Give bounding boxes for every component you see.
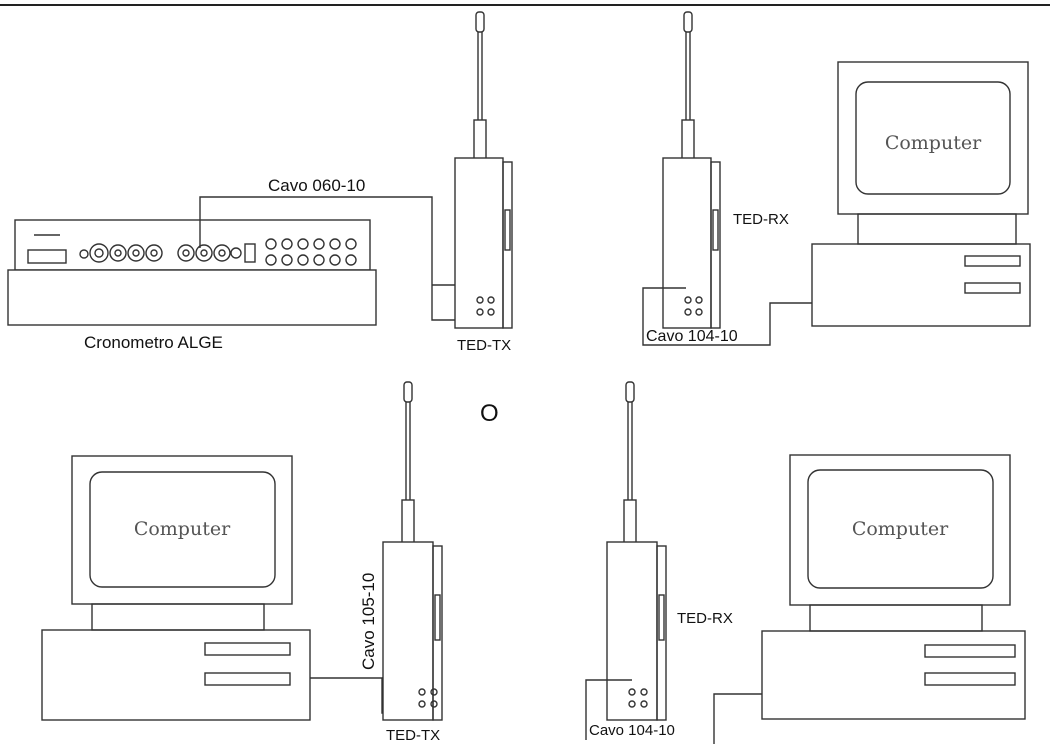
label-cavo-104-10-bottom: Cavo 104-10 [589,722,675,739]
computer-top-right [811,61,1031,327]
cable-104-10-top [642,287,812,346]
cable-104-10-bottom-pc [713,693,762,744]
label-cavo-060-10: Cavo 060-10 [268,176,365,195]
label-ted-tx-bottom: TED-TX [386,727,440,744]
label-cavo-105-10: Cavo 105-10 [359,573,378,670]
label-ted-rx-bottom: TED-RX [677,610,733,627]
ted-tx-top [454,11,513,329]
ted-tx-bottom [382,381,443,721]
label-separator-o: O [480,400,499,427]
cable-060-10 [199,196,478,321]
ted-rx-bottom [606,381,667,721]
computer-bottom-left [41,455,311,721]
computer-label-bottom-right: Computer [852,518,949,540]
computer-label-top-right: Computer [885,132,982,154]
computer-bottom-right [761,454,1026,720]
label-ted-rx-top: TED-RX [733,211,789,228]
label-cavo-104-10-top: Cavo 104-10 [646,328,738,345]
ted-rx-top [662,11,721,329]
alge-timer [7,219,377,326]
computer-label-bottom-left: Computer [134,518,231,540]
label-cronometro-alge: Cronometro ALGE [84,333,223,352]
cable-104-10-bottom [585,679,632,740]
label-ted-tx-top: TED-TX [457,337,511,354]
